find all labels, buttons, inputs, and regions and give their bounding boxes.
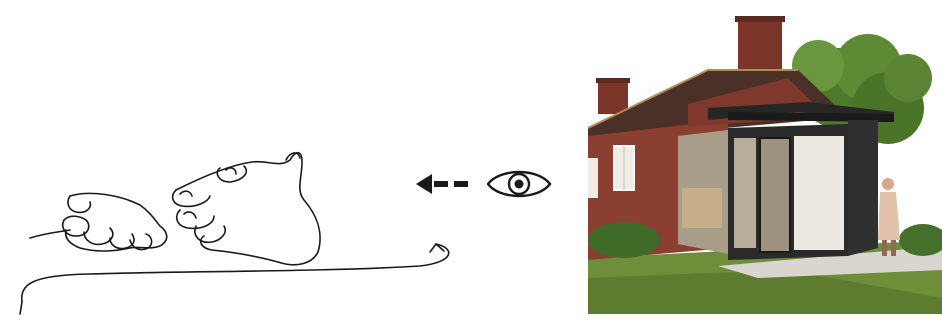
right-finger-1: [173, 190, 210, 206]
surface-left-edge: [20, 302, 22, 314]
dashed-arrow-left-icon: [410, 166, 482, 202]
right-nail-2: [184, 212, 196, 218]
addition-glass-1: [734, 138, 756, 248]
right-nail-3: [226, 168, 236, 174]
addition-glass-3: [794, 136, 844, 250]
house-rendering-icon: [588, 8, 942, 314]
left-finger-2: [63, 216, 89, 236]
chimney-left-cap: [596, 78, 630, 83]
shrub-1: [588, 222, 660, 258]
arrow-dash-1: [434, 181, 448, 187]
chimney-left: [598, 80, 628, 114]
hands-sketch-icon: [0, 0, 470, 321]
addition-right-panel: [848, 120, 878, 256]
eye-icon: [484, 162, 554, 206]
addition-door: [760, 138, 790, 252]
left-finger-1: [68, 196, 90, 212]
right-hand-outline: [176, 153, 320, 265]
interior-glow: [682, 188, 722, 228]
arrowhead: [416, 174, 432, 194]
arrow-dash-2: [454, 181, 468, 187]
eye-pupil: [515, 180, 524, 189]
window-2: [588, 158, 598, 198]
chimney-right-cap: [735, 16, 785, 22]
right-nail-1: [180, 191, 192, 196]
